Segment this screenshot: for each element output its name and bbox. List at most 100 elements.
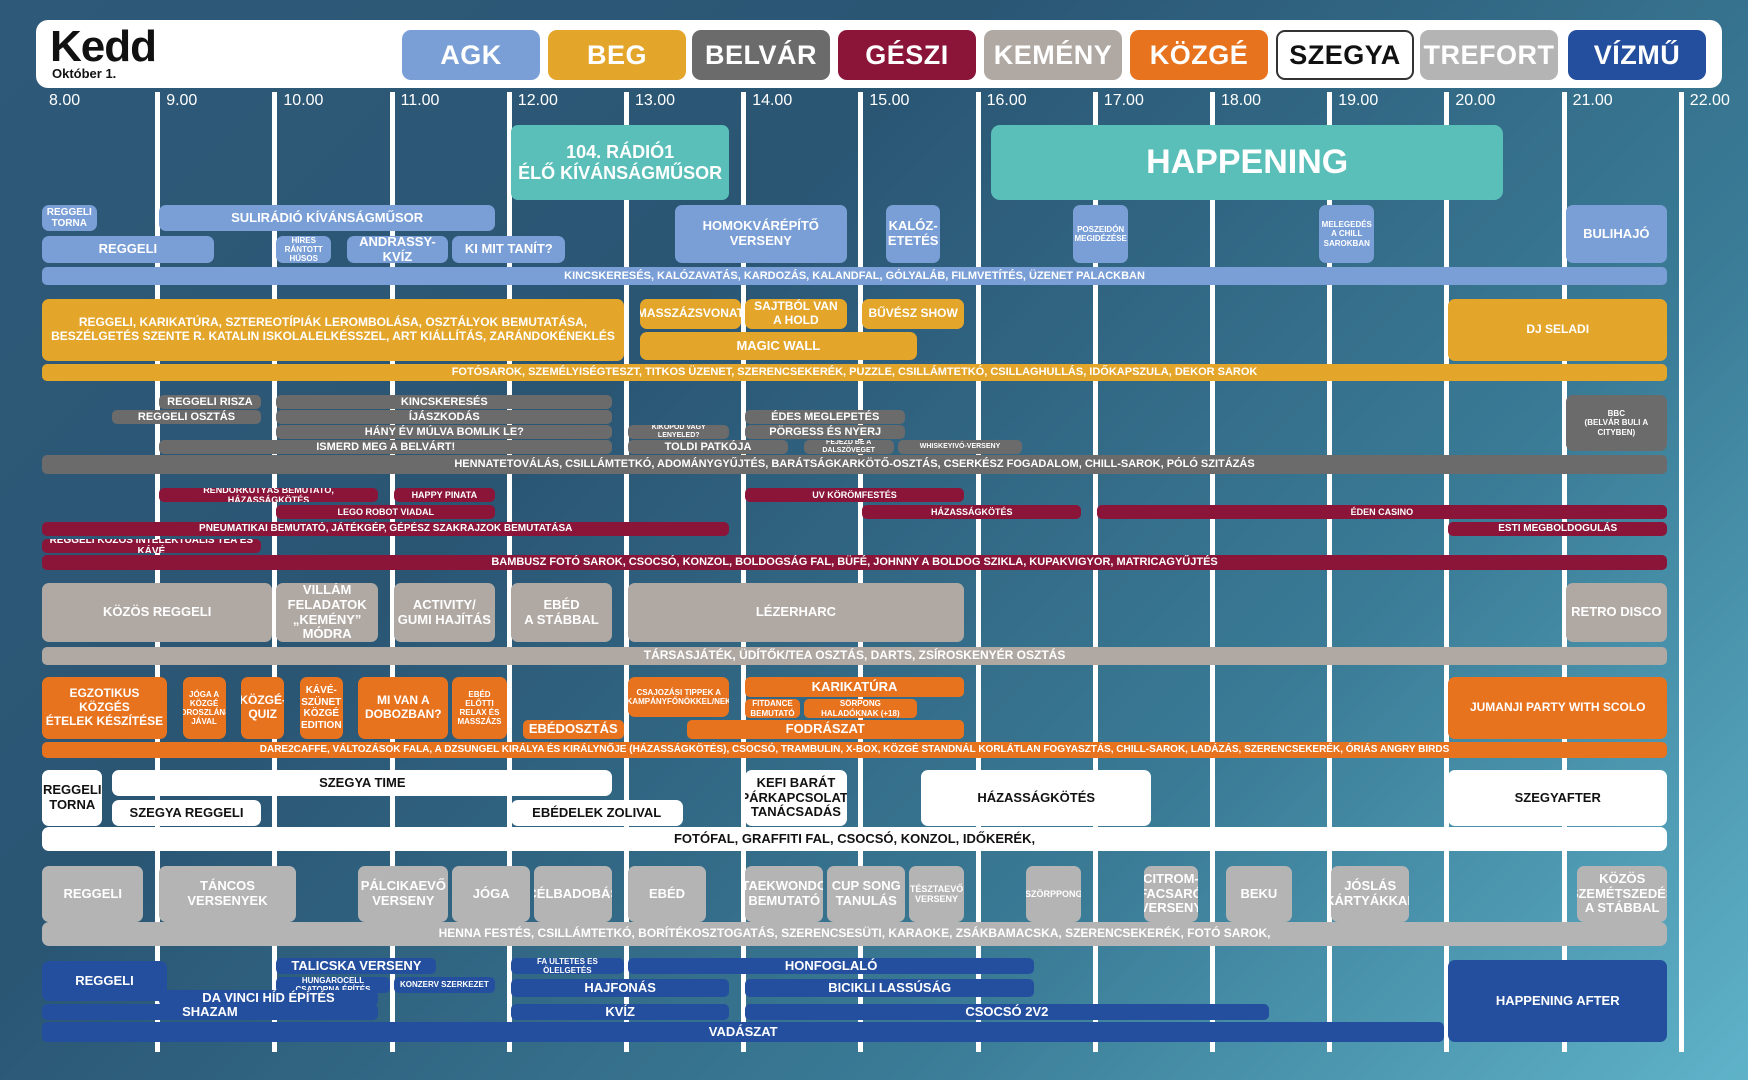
event-kozge[interactable]: MI VAN A DOBOZBAN? (358, 677, 449, 739)
event-beg[interactable]: BŰVÉSZ SHOW (862, 299, 964, 329)
event-geszi[interactable]: HAPPY PINATA (393, 488, 496, 502)
event-kozge[interactable]: EBÉD ELŐTTI RELAX ÉS MASSZÁZS (452, 677, 507, 739)
event-agk[interactable]: HÍRES RÁNTOTT HÚSOS (276, 236, 331, 263)
event-kemeny[interactable]: VILLÁM FELADATOK „KEMÉNY” MÓDRA (276, 583, 378, 642)
event-beg[interactable]: FOTÓSAROK, SZEMÉLYISÉGTESZT, TITKOS ÜZEN… (42, 364, 1668, 381)
category-vizmu-button[interactable]: VÍZMŰ (1568, 30, 1706, 80)
event-szegya[interactable]: REGGELI TORNA (42, 770, 103, 826)
event-trefort[interactable]: REGGELI (42, 866, 144, 922)
event-belvar[interactable]: HENNATETOVÁLÁS, CSILLÁMTETKÓ, ADOMÁNYGYŰ… (42, 455, 1668, 474)
event-belvar[interactable]: REGGELI RISZA (159, 395, 261, 409)
event-belvar[interactable]: WHISKEYIVÓ-VERSENY (897, 440, 1023, 454)
event-kozge[interactable]: EBÉDOSZTÁS (522, 720, 624, 739)
event-agk[interactable]: KALÓZ- ETETÉS (885, 205, 941, 263)
event-trefort[interactable]: CUP SONG TANULÁS (827, 866, 906, 922)
event-geszi[interactable]: ÉDEN CASINO (1096, 505, 1668, 519)
event-agk[interactable]: KI MIT TANÍT? (452, 236, 566, 263)
event-vizmu[interactable]: KVÍZ (510, 1004, 730, 1020)
category-agk-button[interactable]: AGK (402, 30, 540, 80)
event-vizmu[interactable]: HONFOGLALÓ (628, 958, 1035, 974)
event-kozge[interactable]: CSAJOZÁSI TIPPEK A KAMPÁNYFŐNÖKKEL/NEK (628, 677, 730, 717)
event-beg[interactable]: MAGIC WALL (639, 332, 917, 360)
event-kozge[interactable]: KÁVÉ- SZÜNET KÖZGÉ EDITION (299, 677, 343, 739)
event-szegya[interactable]: HÁZASSÁGKÖTÉS (921, 770, 1152, 826)
event-kozge[interactable]: DARE2CAFFE, VÁLTOZÁSOK FALA, A DZSUNGEL … (42, 742, 1668, 758)
event-agk[interactable]: REGGELI (42, 236, 214, 263)
event-agk[interactable]: POSZEIDÓN MEGIDÉZÉSE (1073, 205, 1128, 263)
event-happening[interactable]: 104. RÁDIÓ1 ÉLŐ KÍVÁNSÁGMŰSOR (510, 125, 730, 200)
event-belvar[interactable]: HÁNY ÉV MÚLVA BOMLIK LE? (276, 425, 613, 439)
event-trefort[interactable]: HENNA FESTÉS, CSILLÁMTETKÓ, BORÍTÉKOSZTO… (42, 922, 1668, 946)
event-trefort[interactable]: BEKU (1225, 866, 1293, 922)
event-happening[interactable]: HAPPENING (991, 125, 1503, 200)
event-agk[interactable]: BULIHAJÓ (1565, 205, 1668, 263)
event-belvar[interactable]: FEJEZD BE A DALSZÖVEGET (803, 440, 894, 454)
event-vizmu[interactable]: BICIKLI LASSÚSÁG (745, 979, 1035, 997)
event-agk[interactable]: MELEGEDÉS A CHILL SAROKBAN (1319, 205, 1375, 263)
event-kozge[interactable]: SÖRPONG HALADÓKNAK (+18) (803, 699, 917, 718)
event-kemeny[interactable]: LÉZERHARC (628, 583, 964, 642)
event-szegya[interactable]: SZEGYA REGGELI (112, 800, 261, 826)
event-kemeny[interactable]: KÖZÖS REGGELI (42, 583, 273, 642)
event-szegya[interactable]: SZEGYAFTER (1448, 770, 1668, 826)
event-vizmu[interactable]: DA VINCI HÍD ÉPÍTÉS (159, 990, 378, 1006)
category-beg-button[interactable]: BEG (548, 30, 686, 80)
event-vizmu[interactable]: FA ÜLTETÉS ÉS ÖLELGETÉS (510, 958, 624, 974)
event-szegya[interactable]: EBÉDELEK ZOLIVAL (510, 800, 683, 826)
category-kemeny-button[interactable]: KEMÉNY (984, 30, 1122, 80)
event-szegya[interactable]: SZEGYA TIME (112, 770, 613, 796)
event-trefort[interactable]: EBÉD (628, 866, 707, 922)
event-geszi[interactable]: RENDŐRKUTYÁS BEMUTATÓ, HÁZASSÁGKÖTÉS (159, 488, 378, 502)
event-beg[interactable]: MASSZÁZSVONAT (639, 299, 742, 329)
event-trefort[interactable]: TAEKWONDO BEMUTATÓ (745, 866, 824, 922)
event-trefort[interactable]: TÉSZTAEVŐ VERSENY (909, 866, 964, 922)
event-trefort[interactable]: CÉLBADOBÁS (534, 866, 613, 922)
event-kozge[interactable]: FODRÁSZAT (686, 720, 964, 739)
event-agk[interactable]: KINCSKERESÉS, KALÓZAVATÁS, KARDOZÁS, KAL… (42, 267, 1668, 285)
event-kozge[interactable]: JUMANJI PARTY WITH SCOLO (1448, 677, 1668, 739)
event-belvar[interactable]: REGGELI OSZTÁS (112, 410, 261, 424)
event-kemeny[interactable]: RETRO DISCO (1565, 583, 1668, 642)
event-vizmu[interactable]: REGGELI (42, 961, 167, 1001)
event-trefort[interactable]: JÓGA (452, 866, 531, 922)
event-belvar[interactable]: KINCSKERESÉS (276, 395, 613, 409)
event-kozge[interactable]: EGZOTIKUS KÖZGÉS ÉTELEK KÉSZÍTÉSE (42, 677, 167, 739)
event-belvar[interactable]: ÍJÁSZKODÁS (276, 410, 613, 424)
event-belvar[interactable]: ISMERD MEG A BELVÁRT! (159, 440, 613, 454)
event-trefort[interactable]: TÁNCOS VERSENYEK (159, 866, 296, 922)
event-vizmu[interactable]: HAPPENING AFTER (1448, 960, 1668, 1042)
event-kozge[interactable]: KARIKATÚRA (745, 677, 964, 697)
event-kozge[interactable]: FITDANCE BEMUTATÓ (745, 699, 800, 718)
event-kemeny[interactable]: EBÉD A STÁBBAL (510, 583, 613, 642)
event-agk[interactable]: HOMOKVÁRÉPÍTŐ VERSENY (674, 205, 847, 263)
event-belvar[interactable]: KIKÖPŐD VAGY LENYELED? (628, 425, 730, 439)
event-agk[interactable]: REGGELI TORNA (42, 205, 97, 231)
event-trefort[interactable]: PÁLCIKAEVŐ VERSENY (358, 866, 449, 922)
category-trefort-button[interactable]: TREFORT (1420, 30, 1558, 80)
category-szegya-button[interactable]: SZEGYA (1276, 30, 1414, 80)
event-kozge[interactable]: JÓGA A KÖZGÉ OROSZLÁN- JÁVAL (182, 677, 226, 739)
category-geszi-button[interactable]: GÉSZI (838, 30, 976, 80)
event-belvar[interactable]: ÉDES MEGLEPETÉS (745, 410, 906, 424)
event-kozge[interactable]: KÖZGÉ- QUIZ (241, 677, 285, 739)
event-kemeny[interactable]: ACTIVITY/ GUMI HAJÍTÁS (393, 583, 496, 642)
event-kemeny[interactable]: TÁRSASJÁTÉK, ÜDÍTŐK/TEA OSZTÁS, DARTS, Z… (42, 647, 1668, 665)
event-geszi[interactable]: HÁZASSÁGKÖTÉS (862, 505, 1082, 519)
event-geszi[interactable]: ESTI MEGBOLDOGULÁS (1448, 522, 1668, 536)
event-beg[interactable]: DJ SELADI (1448, 299, 1668, 361)
event-vizmu[interactable]: HUNGAROCELL CSATORNA ÉPÍTÉS (276, 977, 390, 993)
event-geszi[interactable]: BAMBUSZ FOTÓ SAROK, CSOCSÓ, KONZOL, BOLD… (42, 555, 1668, 570)
event-vizmu[interactable]: TALICSKA VERSENY (276, 958, 437, 974)
event-trefort[interactable]: SZÖRPPONG (1026, 866, 1082, 922)
event-beg[interactable]: SAJTBÓL VAN A HOLD (745, 299, 847, 329)
event-vizmu[interactable]: CSOCSÓ 2V2 (745, 1004, 1269, 1020)
event-trefort[interactable]: KÖZÖS SZEMÉTSZEDÉS A STÁBBAL (1577, 866, 1668, 922)
event-agk[interactable]: SULIRÁDIÓ KÍVÁNSÁGMŰSOR (159, 205, 496, 231)
event-geszi[interactable]: UV KÖRÖMFESTÉS (745, 488, 964, 502)
event-szegya[interactable]: KEFI BARÁT PÁRKAPCSOLATI TANÁCSADÁS (745, 770, 847, 826)
category-belvar-button[interactable]: BELVÁR (692, 30, 830, 80)
event-vizmu[interactable]: KONZERV SZERKEZET (393, 977, 496, 993)
event-geszi[interactable]: PNEUMATIKAI BEMUTATÓ, JÁTÉKGÉP, GÉPÉSZ S… (42, 522, 730, 536)
event-trefort[interactable]: CITROM- FACSARÓ VERSENY (1143, 866, 1199, 922)
event-vizmu[interactable]: HAJFONÁS (510, 979, 730, 997)
